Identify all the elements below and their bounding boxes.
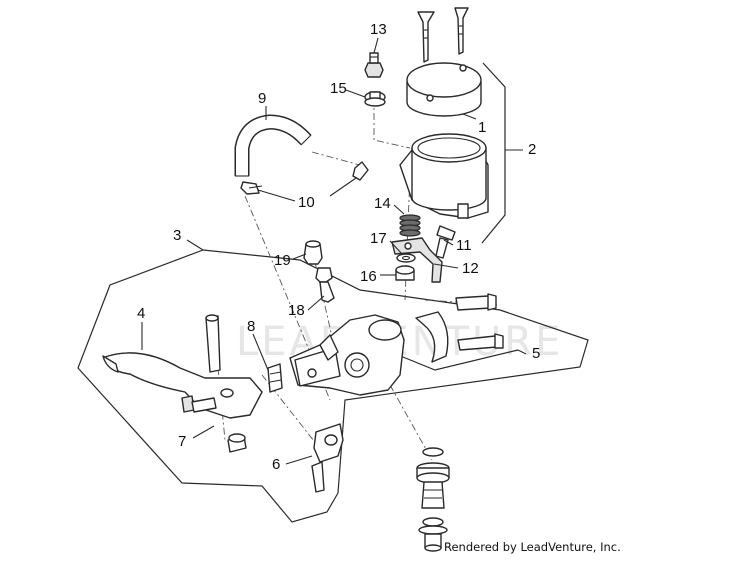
bolt-11 <box>435 225 456 259</box>
callout-4: 4 <box>137 305 145 322</box>
callout-14: 14 <box>374 195 391 212</box>
callout-11: 11 <box>456 237 472 254</box>
master-cylinder-body <box>289 314 405 396</box>
bleeder-18 <box>315 267 335 303</box>
fitting-19 <box>303 240 323 265</box>
washer-17 <box>396 253 416 263</box>
brake-lever <box>102 352 263 419</box>
callout-13: 13 <box>370 21 387 38</box>
hose-9 <box>234 114 312 177</box>
banjo-bolt <box>416 447 450 552</box>
callout-10: 10 <box>298 194 315 211</box>
washer-15 <box>364 91 386 107</box>
callout-1: 1 <box>478 119 486 136</box>
group-3-frame <box>77 249 589 523</box>
callout-17: 17 <box>370 230 387 247</box>
reservoir-cap <box>406 62 482 117</box>
spring-14 <box>399 214 421 237</box>
pivot-pin <box>205 314 221 373</box>
axis-line <box>311 151 361 166</box>
render-credit: Rendered by LeadVenture, Inc. <box>444 540 621 554</box>
adjuster-7 <box>181 395 247 453</box>
bolt-13 <box>364 52 384 78</box>
callout-19: 19 <box>274 252 291 269</box>
switch-6 <box>311 423 344 493</box>
bracket-12 <box>391 237 443 283</box>
fluid-reservoir <box>399 133 489 219</box>
callout-15: 15 <box>330 80 347 97</box>
handlebar-clamp <box>415 293 504 363</box>
callout-5: 5 <box>532 345 540 362</box>
callout-12: 12 <box>462 260 479 277</box>
callout-6: 6 <box>272 456 280 473</box>
callout-7: 7 <box>178 433 186 450</box>
leader-lines <box>141 37 527 465</box>
callout-18: 18 <box>288 302 305 319</box>
axis-line <box>404 174 411 301</box>
axis-line <box>373 98 411 149</box>
reservoir-screws <box>417 7 469 63</box>
group-5-bracket <box>397 349 519 371</box>
callout-8: 8 <box>247 318 255 335</box>
callout-2: 2 <box>528 141 536 158</box>
callout-9: 9 <box>258 90 266 107</box>
boot-8 <box>267 363 283 393</box>
callout-3: 3 <box>173 227 181 244</box>
callout-16: 16 <box>360 268 377 285</box>
hose-clips-10 <box>240 161 369 195</box>
axis-line <box>389 384 433 461</box>
nut-16 <box>395 265 415 281</box>
group-2-bracket <box>481 62 506 244</box>
